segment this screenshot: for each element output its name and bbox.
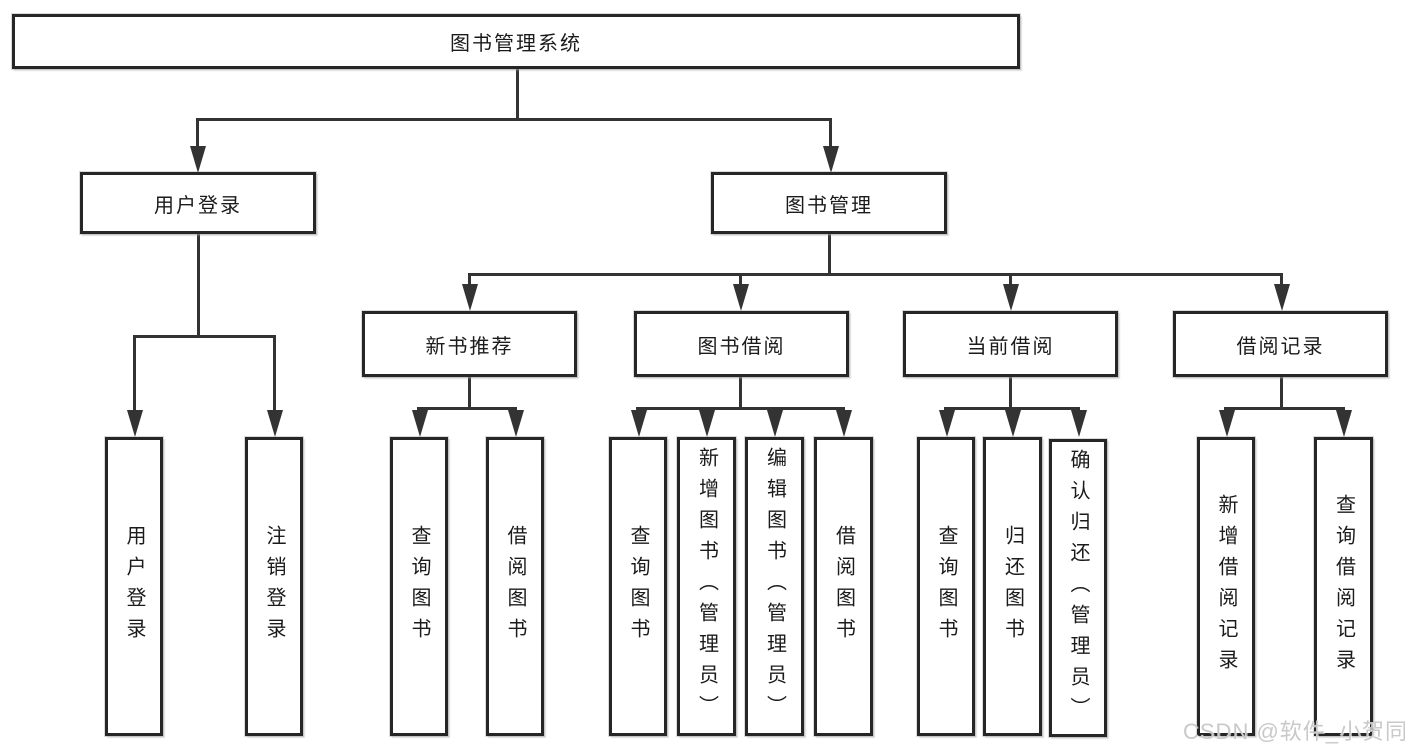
connector-line (1224, 407, 1345, 410)
arrow-down-icon (189, 118, 206, 173)
leaf-query-borrow-record: 查询借阅记录 (1314, 437, 1373, 736)
node-root-library-system: 图书管理系统 (12, 14, 1020, 69)
arrow-down-icon (126, 335, 143, 437)
node-label: 注销登录 (263, 524, 285, 649)
arrow-down-icon (732, 273, 749, 311)
leaf-query-books-current: 查询图书 (917, 437, 975, 736)
node-label: 确认归还（管理员） (1067, 448, 1089, 728)
node-borrowing-records: 借阅记录 (1173, 311, 1388, 377)
arrow-down-icon (1273, 273, 1290, 311)
connector-line (516, 69, 519, 118)
node-label: 图书管理 (785, 194, 873, 217)
node-current-borrowing: 当前借阅 (903, 311, 1118, 377)
arrow-down-icon (698, 407, 715, 437)
node-label: 编辑图书（管理员） (763, 447, 786, 726)
node-label: 当前借阅 (966, 335, 1055, 358)
leaf-borrow-books-borrowing: 借阅图书 (814, 437, 873, 736)
leaf-query-books-recommend: 查询图书 (390, 437, 448, 736)
node-label: 用户登录 (154, 194, 242, 217)
connector-line (133, 335, 276, 338)
connector-line (828, 234, 831, 273)
arrow-down-icon (507, 407, 524, 437)
leaf-edit-books-admin: 编辑图书（管理员） (745, 437, 804, 736)
connector-line (1009, 377, 1012, 407)
node-user-login: 用户登录 (80, 172, 316, 234)
arrow-down-icon (1070, 407, 1087, 437)
arrow-down-icon (938, 407, 955, 437)
connector-line (468, 273, 1283, 276)
node-label: 查询图书 (627, 524, 649, 649)
leaf-borrow-books-recommend: 借阅图书 (486, 437, 544, 736)
node-label: 图书借阅 (697, 335, 786, 358)
leaf-query-books-borrowing: 查询图书 (609, 437, 667, 736)
node-label: 用户登录 (123, 524, 145, 649)
node-label: 新增图书（管理员） (695, 447, 718, 726)
arrow-down-icon (766, 407, 783, 437)
arrow-down-icon (1335, 407, 1352, 437)
arrow-down-icon (630, 407, 647, 437)
connector-line (468, 377, 471, 407)
node-label: 新增借阅记录 (1215, 493, 1237, 680)
arrow-down-icon (822, 118, 839, 173)
connector-line (739, 377, 742, 407)
leaf-logout: 注销登录 (245, 437, 303, 736)
leaf-user-login: 用户登录 (105, 437, 163, 736)
leaf-add-borrow-record: 新增借阅记录 (1197, 437, 1255, 736)
csdn-watermark: CSDN @软件_小贺同学 (1183, 719, 1405, 744)
node-label: 查询借阅记录 (1332, 493, 1355, 680)
connector-line (196, 118, 832, 121)
node-label: 查询图书 (408, 524, 430, 649)
arrow-down-icon (461, 273, 478, 311)
node-label: 查询图书 (935, 524, 957, 649)
node-label: 归还图书 (1001, 524, 1024, 649)
leaf-confirm-return-admin: 确认归还（管理员） (1049, 439, 1107, 737)
arrow-down-icon (266, 335, 283, 437)
connector-line (1280, 377, 1283, 407)
connector-line (636, 407, 845, 410)
connector-line (197, 234, 200, 335)
arrow-down-icon (411, 407, 428, 437)
node-label: 图书管理系统 (450, 33, 582, 55)
leaf-return-books: 归还图书 (983, 437, 1042, 736)
node-book-management: 图书管理 (711, 172, 947, 234)
node-label: 借阅记录 (1236, 335, 1325, 358)
arrow-down-icon (1004, 407, 1021, 437)
arrow-down-icon (1002, 273, 1019, 311)
node-label: 借阅图书 (832, 524, 855, 649)
node-label: 新书推荐 (425, 335, 514, 358)
connector-line (417, 407, 517, 410)
leaf-add-books-admin: 新增图书（管理员） (677, 437, 736, 736)
node-label: 借阅图书 (504, 524, 526, 649)
arrow-down-icon (835, 407, 852, 437)
node-book-borrowing: 图书借阅 (634, 311, 849, 377)
node-new-book-recommendation: 新书推荐 (362, 311, 577, 377)
arrow-down-icon (1218, 407, 1235, 437)
